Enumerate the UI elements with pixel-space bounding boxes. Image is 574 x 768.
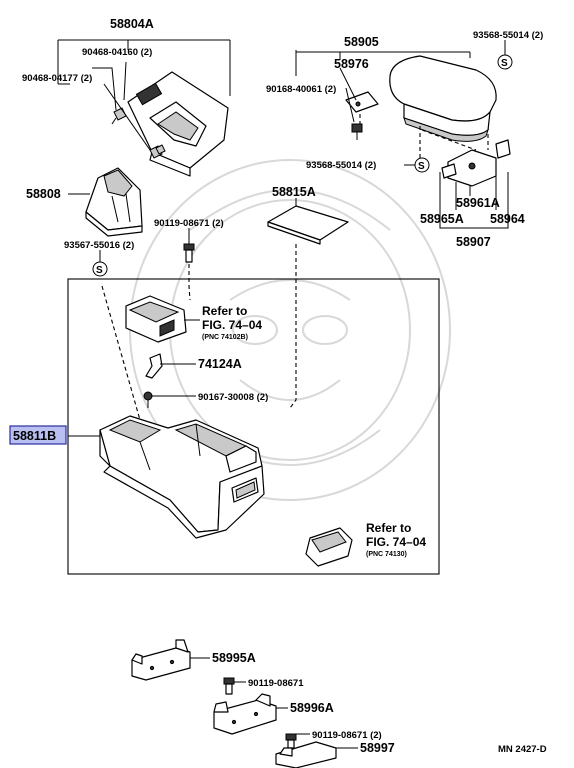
part-58811B-console-box[interactable] [99,415,265,539]
svg-text:(PNC 74102B): (PNC 74102B) [202,334,248,341]
svg-text:S: S [418,161,425,172]
label-58811B: 58811B [13,429,56,443]
label-93568-55014-top[interactable]: 93568-55014 (2) [473,30,543,41]
svg-text:(PNC 74130): (PNC 74130) [366,551,407,558]
svg-text:Refer to: Refer to [202,304,247,318]
label-93567-55016[interactable]: 93567-55016 (2) [64,240,134,251]
label-90119-08671-b2[interactable]: 90119-08671 (2) [312,730,382,741]
clip-90468-04160[interactable] [111,107,127,125]
label-74124A[interactable]: 74124A [198,357,242,371]
label-58996A[interactable]: 58996A [290,701,334,715]
svg-text:S: S [96,265,103,276]
label-58965A[interactable]: 58965A [420,212,464,226]
grommet-93568-55014-mid[interactable]: S [414,157,430,173]
label-90468-04177[interactable]: 90468-04177 (2) [22,73,92,84]
label-93568-55014-mid[interactable]: 93568-55014 (2) [306,160,376,171]
part-58961A-hinge-bracket[interactable] [447,149,497,187]
svg-text:FIG. 74–04: FIG. 74–04 [202,318,262,332]
part-58965A-pivot[interactable] [441,163,457,179]
part-58964-pivot[interactable] [495,139,511,159]
label-58815A[interactable]: 58815A [272,185,316,199]
label-58905[interactable]: 58905 [344,35,379,49]
svg-text:Refer to: Refer to [366,521,411,535]
console-group-frame [67,278,440,575]
label-58804A[interactable]: 58804A [110,17,154,31]
grommet-93567-55016[interactable]: S [92,261,108,277]
watermark-emblem [129,159,451,501]
part-58997-bracket[interactable] [275,741,337,768]
label-58907[interactable]: 58907 [456,235,491,249]
part-switch-ref-74102B[interactable] [125,295,187,343]
part-74124A-bracket[interactable] [145,353,163,379]
label-58808[interactable]: 58808 [26,187,61,201]
label-90119-08671-top[interactable]: 90119-08671 (2) [154,218,224,229]
label-58964[interactable]: 58964 [490,212,525,226]
part-58995A-bracket[interactable] [131,639,191,681]
label-90468-04160[interactable]: 90468-04160 (2) [82,47,152,58]
ref-74102B[interactable]: Refer to FIG. 74–04 (PNC 74102B) [202,304,262,341]
part-58808-shift-boot[interactable] [85,167,143,237]
label-58961A[interactable]: 58961A [456,196,500,210]
svg-text:S: S [501,58,508,69]
part-58905-armrest-lid[interactable] [389,55,497,142]
clip-90119-08671-b1[interactable] [223,677,235,695]
label-90119-08671-b1[interactable]: 90119-08671 [248,678,304,689]
label-58995A[interactable]: 58995A [212,651,256,665]
part-cover-ref-74130[interactable] [305,527,353,567]
grommet-93568-55014-top[interactable]: S [497,54,513,70]
label-58976[interactable]: 58976 [334,57,369,71]
label-58997[interactable]: 58997 [360,741,395,755]
clip-90119-08671-top[interactable] [183,243,195,263]
diagram-code: MN 2427-D [498,744,547,755]
part-58996A-bracket[interactable] [213,693,277,735]
part-58815A-tray-mat[interactable] [267,205,349,245]
screw-90168-40061[interactable] [351,123,363,140]
label-90167-30008[interactable]: 90167-30008 (2) [198,392,268,403]
label-90168-40061[interactable]: 90168-40061 (2) [266,84,336,95]
ref-74130[interactable]: Refer to FIG. 74–04 (PNC 74130) [366,521,426,558]
svg-text:FIG. 74–04: FIG. 74–04 [366,535,426,549]
clip-90119-08671-b2[interactable] [285,733,297,749]
part-58804A-shift-panel[interactable] [127,71,229,177]
part-58976-hinge-plate[interactable] [345,91,379,113]
clip-90468-04177[interactable] [149,144,166,159]
part-number-highlight-58811B[interactable]: 58811B [9,425,67,445]
